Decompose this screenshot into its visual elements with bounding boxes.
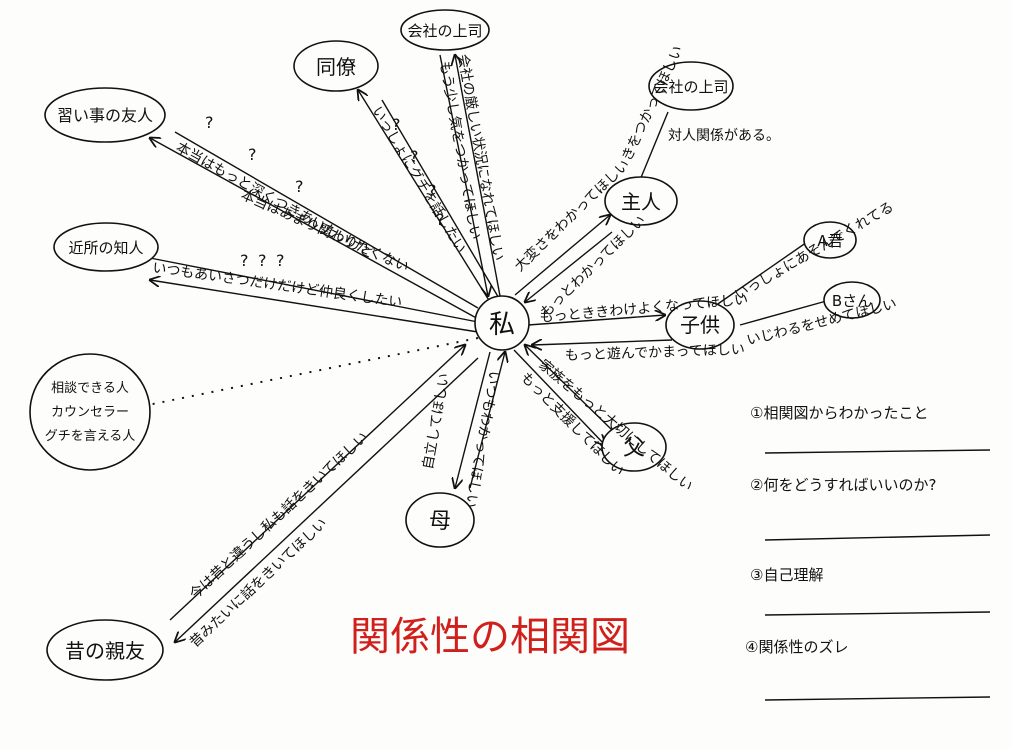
edge-child-me [532, 340, 673, 345]
sidebar-item-2-label: ②何をどうすればいいのか? [750, 476, 936, 494]
sidebar-item-3-line[interactable] [764, 611, 991, 616]
edge-neighbor-me [149, 257, 479, 323]
edge-father-me [525, 345, 613, 431]
sidebar-item-2-line[interactable] [764, 534, 991, 541]
edge-me-mother [455, 351, 491, 488]
qmark-4: ? [392, 115, 401, 134]
node-me-label: 私 [489, 310, 515, 340]
qmark-8: ? [240, 251, 249, 270]
qmark-3: ? [295, 177, 304, 196]
node-boss-top[interactable]: 会社の上司 [400, 9, 490, 51]
qmark-2: ? [248, 145, 257, 164]
question-marks: ? ? ? ? ? ? ? ? ? ? [205, 113, 445, 270]
edge-me-boss [455, 55, 501, 297]
edge-me-counselor [147, 337, 479, 406]
edge-colleague-me [381, 99, 501, 301]
label-me-to-mother: 自立してほしい [420, 372, 453, 471]
node-boss-husband[interactable]: 会社の上司 [648, 61, 734, 111]
edge-me-oldfriend [175, 357, 479, 642]
node-old-friend-label: 昔の親友 [65, 639, 145, 663]
label-child-to-me-1: もっと遊んでかまってほしい [565, 342, 745, 364]
sidebar: ①相関図からわかったこと ②何をどうすればいいのか? ③自己理解 ④関係性のズレ [745, 404, 991, 701]
sidebar-item-1: ①相関図からわかったこと [750, 404, 991, 454]
node-husband[interactable]: 主人 [604, 176, 678, 226]
edge-mother-me [469, 352, 505, 489]
label-child-to-b: いじわるをせめてほしい [745, 296, 898, 349]
sidebar-item-1-label: ①相関図からわかったこと [750, 404, 928, 422]
edge-husband-me [525, 231, 613, 302]
edge-boss-me [439, 54, 488, 296]
node-father[interactable]: 父 [601, 422, 667, 472]
node-boss-top-label: 会社の上司 [407, 22, 482, 40]
node-b-san-label: Bさん [832, 292, 872, 310]
edge-me-lesson-friend [150, 138, 481, 321]
node-counselor-line3: グチを言える人 [45, 429, 136, 444]
label-old-friend-1: 今は昔と違うし私も話をきいてほしい [186, 428, 371, 602]
node-b-san[interactable]: Bさん [823, 281, 881, 319]
qmark-6: ? [428, 181, 437, 200]
sidebar-item-4-label: ④関係性のズレ [745, 638, 848, 656]
node-husband-label: 主人 [621, 190, 661, 214]
label-husband-boss-note: 対人関係がある。 [668, 128, 780, 144]
edge-me-colleague [358, 90, 501, 319]
sidebar-item-1-line[interactable] [764, 449, 991, 454]
sidebar-item-2: ②何をどうすればいいのか? [750, 476, 991, 541]
qmark-9: ? [258, 251, 267, 270]
edge-me-father [513, 349, 605, 445]
diagram-title: 関係性の相関図 [350, 614, 630, 660]
edge-husband-hboss [639, 111, 669, 181]
edge-me-child [527, 315, 665, 326]
edge-child-a [711, 239, 811, 309]
node-colleague-label: 同僚 [316, 55, 356, 79]
node-child[interactable]: 子供 [665, 300, 735, 350]
edge-me-neighbor [150, 280, 479, 333]
qmark-10: ? [276, 251, 285, 270]
node-old-friend[interactable]: 昔の親友 [46, 619, 164, 681]
node-lesson-friend[interactable]: 習い事の友人 [44, 87, 166, 143]
node-me[interactable]: 私 [474, 295, 530, 351]
node-counselor-line2: カウンセラー [51, 405, 129, 420]
node-father-label: 父 [623, 436, 645, 461]
qmark-1: ? [205, 113, 214, 132]
qmark-5: ? [410, 147, 419, 166]
node-colleague[interactable]: 同僚 [293, 40, 379, 92]
qmark-7: ? [436, 210, 445, 229]
node-boss-husband-label: 会社の上司 [653, 78, 728, 96]
node-child-label: 子供 [680, 313, 720, 337]
node-mother-label: 母 [429, 509, 451, 534]
edge-lesson-me [174, 131, 479, 309]
node-lesson-friend-label: 習い事の友人 [57, 106, 153, 125]
sidebar-item-3: ③自己理解 [750, 566, 991, 616]
node-counselor[interactable]: 相談できる人 カウンセラー グチを言える人 [29, 353, 151, 471]
node-a-kun[interactable]: A君 [803, 221, 857, 259]
sidebar-item-4-line[interactable] [764, 696, 991, 701]
node-a-kun-label: A君 [817, 232, 842, 250]
edge-oldfriend-me [169, 345, 465, 621]
node-mother[interactable]: 母 [405, 492, 475, 548]
edges [147, 54, 831, 642]
edge-child-b [739, 299, 831, 326]
sidebar-item-4: ④関係性のズレ [745, 638, 991, 701]
node-counselor-line1: 相談できる人 [51, 380, 129, 396]
nodes: 私 同僚 会社の上司 習い事の友人 近所の知人 [29, 9, 881, 681]
sidebar-item-3-label: ③自己理解 [750, 566, 823, 584]
node-neighbor-label: 近所の知人 [68, 239, 143, 257]
node-neighbor[interactable]: 近所の知人 [53, 222, 159, 272]
edge-me-husband [514, 215, 610, 296]
